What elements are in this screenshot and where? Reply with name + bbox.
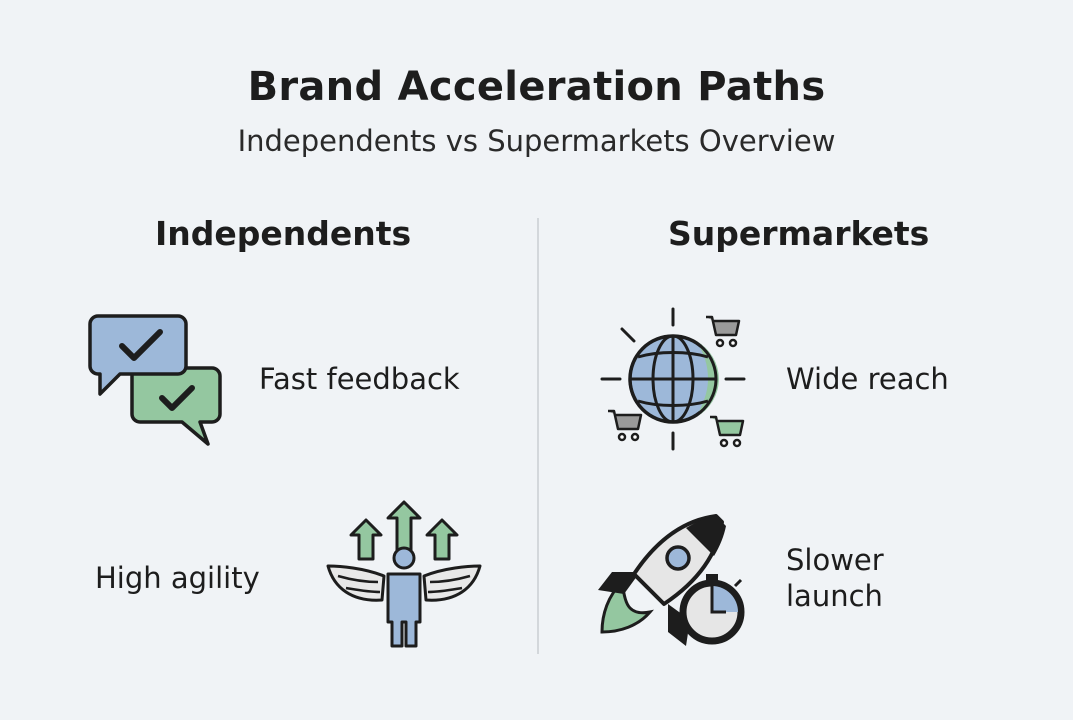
column-heading-supermarkets: Supermarkets: [668, 214, 930, 253]
winged-person-arrows-icon: [326, 500, 482, 648]
label-high-agility: High agility: [95, 561, 260, 595]
label-wide-reach: Wide reach: [786, 362, 949, 396]
label-slower-line1: Slower: [786, 543, 884, 577]
label-slower-launch: Slower launch: [786, 542, 884, 614]
label-slower-line2: launch: [786, 579, 883, 613]
cart-top-right: [706, 315, 741, 348]
column-divider: [537, 218, 539, 654]
page-title: Brand Acceleration Paths: [247, 64, 826, 110]
label-fast-feedback: Fast feedback: [259, 362, 460, 396]
column-heading-independents: Independents: [155, 214, 412, 253]
globe-carts-icon: [600, 307, 746, 451]
rocket-stopwatch-icon: [598, 514, 745, 646]
chat-check-icon: [88, 314, 222, 446]
page-subtitle: Independents vs Supermarkets Overview: [237, 124, 836, 158]
